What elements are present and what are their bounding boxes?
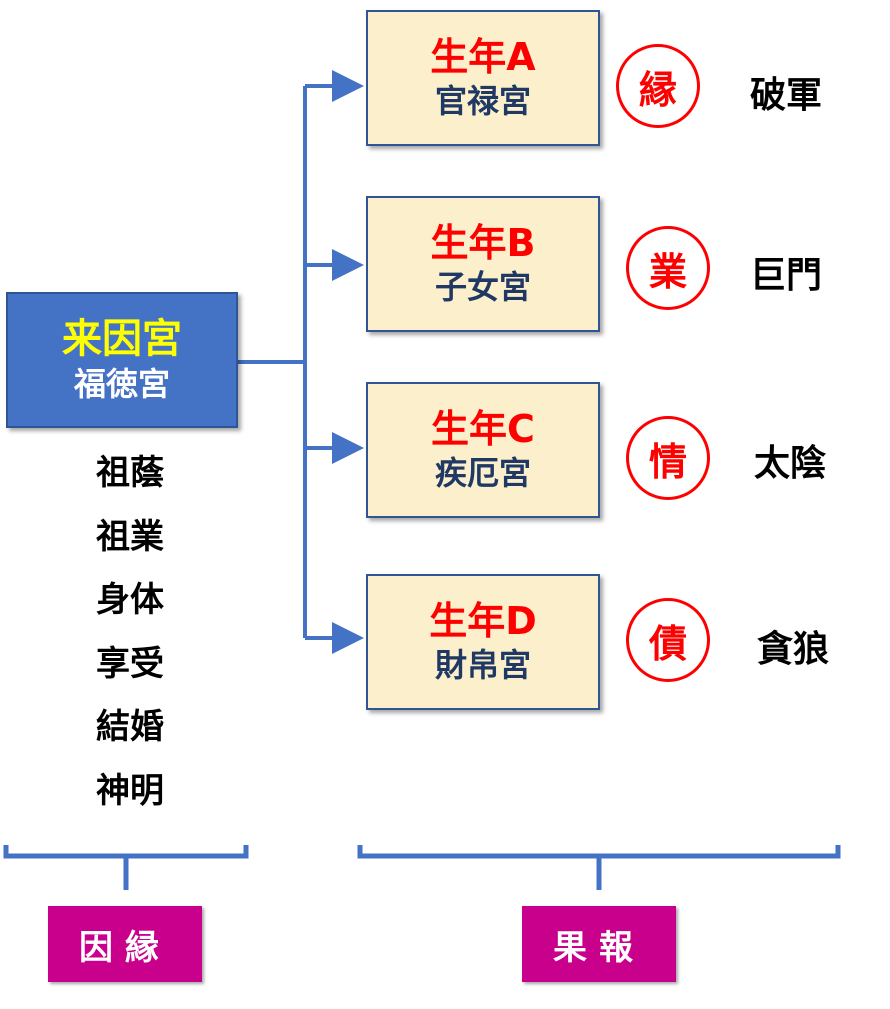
target-palace: 疾厄宮	[434, 454, 531, 492]
target-palace: 官禄宮	[434, 82, 531, 120]
effect-bracket	[357, 845, 841, 859]
mark-circle-d: 債	[626, 598, 710, 682]
target-palace: 子女宮	[434, 268, 531, 306]
source-title: 来因宮	[62, 316, 182, 362]
target-box-a: 生年A 官禄宮	[366, 10, 600, 146]
attribute-item: 祖蔭	[96, 453, 164, 493]
attribute-item: 身体	[96, 580, 164, 621]
mark-circle-c: 情	[626, 416, 710, 500]
target-palace: 財帛宮	[434, 646, 531, 684]
target-title: 生年B	[430, 221, 536, 265]
attribute-list: 祖蔭 祖業 身体 享受 結婚 神明	[60, 448, 200, 830]
target-box-d: 生年D 財帛宮	[366, 574, 600, 710]
cause-bracket	[3, 845, 249, 859]
mark-circle-b: 業	[626, 226, 710, 310]
star-name-c: 太陰	[753, 443, 826, 484]
target-title: 生年C	[431, 407, 535, 451]
attribute-item: 神明	[96, 770, 164, 811]
cause-label: 因縁	[48, 906, 202, 982]
star-name-a: 破軍	[749, 75, 822, 116]
star-name-b: 巨門	[749, 255, 822, 296]
target-title: 生年A	[430, 35, 536, 79]
source-palace-box: 来因宮 福徳宮	[6, 292, 238, 428]
mark-circle-a: 縁	[616, 44, 700, 128]
attribute-item: 祖業	[96, 516, 164, 557]
effect-label: 果報	[522, 906, 676, 982]
attribute-item: 享受	[96, 643, 164, 684]
source-subtitle: 福徳宮	[73, 365, 170, 403]
attribute-item: 結婚	[96, 707, 164, 748]
star-name-d: 貪狼	[756, 629, 829, 670]
target-box-b: 生年B 子女宮	[366, 196, 600, 332]
target-box-c: 生年C 疾厄宮	[366, 382, 600, 518]
target-title: 生年D	[429, 599, 537, 643]
